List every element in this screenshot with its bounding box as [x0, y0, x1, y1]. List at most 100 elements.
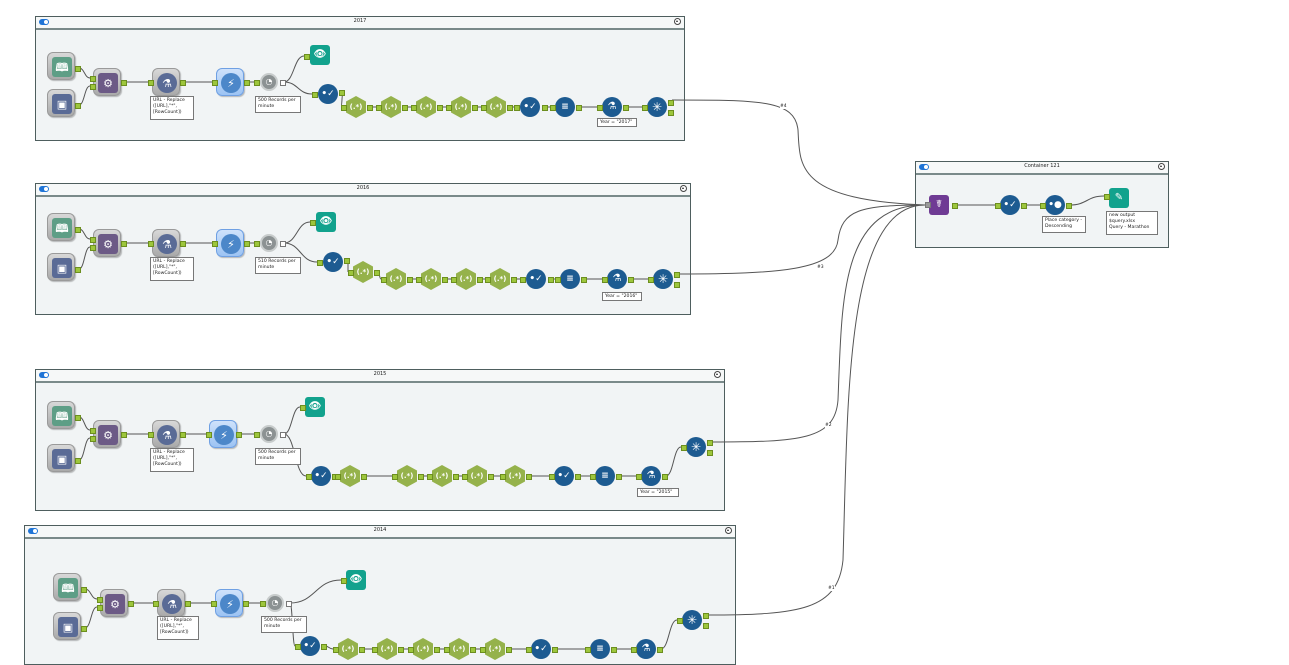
connection-anchor[interactable] — [321, 644, 327, 650]
collapse-container-button[interactable] — [674, 18, 681, 25]
connection-anchor[interactable] — [1066, 203, 1072, 209]
formula-tool[interactable]: ⚗ — [152, 420, 180, 448]
connection-anchor[interactable] — [306, 474, 312, 480]
connection-anchor[interactable] — [1104, 194, 1110, 200]
sort-tool[interactable]: •● — [1045, 195, 1065, 215]
connection-anchor[interactable] — [128, 601, 134, 607]
formula-tool[interactable]: ⚗ — [157, 589, 185, 617]
throttle-tool[interactable]: ◔ — [266, 594, 284, 612]
connection-anchor[interactable] — [206, 432, 212, 438]
filter-tool[interactable]: ⚗ — [602, 97, 622, 117]
connection-anchor[interactable] — [335, 474, 341, 480]
connection-anchor[interactable] — [453, 474, 459, 480]
append-fields-tool[interactable]: ⚙ — [93, 420, 121, 448]
connection-anchor[interactable] — [507, 105, 513, 111]
connection-anchor[interactable] — [148, 80, 154, 86]
connection-anchor[interactable] — [616, 474, 622, 480]
connection-anchor[interactable] — [367, 105, 373, 111]
connection-anchor[interactable] — [341, 578, 347, 584]
wire-2016-to-union[interactable] — [677, 204, 926, 275]
connection-anchor[interactable] — [361, 474, 367, 480]
connection-anchor[interactable] — [550, 105, 556, 111]
connection-anchor[interactable] — [590, 474, 596, 480]
connection-anchor[interactable] — [674, 282, 680, 288]
container-enable-toggle[interactable] — [39, 372, 49, 378]
connection-anchor[interactable] — [446, 105, 452, 111]
connection-anchor[interactable] — [611, 647, 617, 653]
connection-anchor[interactable] — [244, 80, 250, 86]
container-header[interactable] — [25, 526, 735, 539]
connection-anchor[interactable] — [472, 105, 478, 111]
container-enable-toggle[interactable] — [28, 528, 38, 534]
directory-input-tool[interactable]: ▣ — [47, 89, 75, 117]
container-2017[interactable]: 2017 — [35, 16, 685, 141]
container-enable-toggle[interactable] — [39, 19, 49, 25]
select-tool[interactable]: •✓ — [311, 466, 331, 486]
connection-anchor[interactable] — [212, 80, 218, 86]
connection-anchor[interactable] — [500, 474, 506, 480]
connection-anchor[interactable] — [520, 277, 526, 283]
filter-tool[interactable]: ⚗ — [641, 466, 661, 486]
connection-anchor[interactable] — [153, 601, 159, 607]
connection-anchor[interactable] — [657, 647, 663, 653]
connection-anchor[interactable] — [477, 277, 483, 283]
connection-anchor[interactable] — [180, 241, 186, 247]
connection-anchor[interactable] — [418, 474, 424, 480]
container-header[interactable] — [36, 17, 684, 30]
connection-anchor[interactable] — [1021, 203, 1027, 209]
directory-input-tool[interactable]: ▣ — [53, 612, 81, 640]
connection-anchor[interactable] — [526, 474, 532, 480]
regex-tool[interactable]: (.*) — [416, 96, 436, 118]
regex-tool[interactable]: (.*) — [505, 465, 525, 487]
regex-tool[interactable]: (.*) — [451, 96, 471, 118]
container-header[interactable] — [36, 184, 690, 197]
connection-anchor[interactable] — [180, 432, 186, 438]
connection-anchor[interactable] — [374, 270, 380, 276]
connection-anchor[interactable] — [398, 647, 404, 653]
connection-anchor[interactable] — [411, 105, 417, 111]
select-tool[interactable]: •✓ — [554, 466, 574, 486]
text-input-tool[interactable]: 🕮 — [47, 52, 75, 80]
connection-anchor[interactable] — [427, 474, 433, 480]
connection-anchor[interactable] — [180, 80, 186, 86]
connection-anchor[interactable] — [462, 474, 468, 480]
connection-anchor[interactable] — [295, 644, 301, 650]
connection-anchor[interactable] — [488, 474, 494, 480]
output-file-icon-tool[interactable]: ✎ — [1109, 188, 1129, 208]
text-to-columns-tool[interactable]: ≡ — [555, 97, 575, 117]
download-tool[interactable]: ⚡ — [216, 229, 244, 257]
output-anchor[interactable] — [280, 80, 286, 86]
connection-anchor[interactable] — [359, 647, 365, 653]
connection-anchor[interactable] — [442, 277, 448, 283]
connection-anchor[interactable] — [254, 432, 260, 438]
connection-anchor[interactable] — [677, 618, 683, 624]
connection-anchor[interactable] — [341, 105, 347, 111]
union-input-anchor[interactable] — [925, 202, 931, 208]
connection-anchor[interactable] — [542, 105, 548, 111]
container-enable-toggle[interactable] — [39, 186, 49, 192]
regex-tool[interactable]: (.*) — [486, 96, 506, 118]
select-tool[interactable]: •✓ — [300, 636, 320, 656]
connection-anchor[interactable] — [407, 277, 413, 283]
connection-anchor[interactable] — [90, 436, 96, 442]
regex-tool[interactable]: (.*) — [449, 638, 469, 660]
output-anchor[interactable] — [280, 241, 286, 247]
connection-anchor[interactable] — [90, 428, 96, 434]
connection-anchor[interactable] — [212, 241, 218, 247]
regex-tool[interactable]: (.*) — [456, 268, 476, 290]
data-cleansing-tool[interactable]: ✳ — [647, 97, 667, 117]
throttle-tool[interactable]: ◔ — [260, 425, 278, 443]
connection-anchor[interactable] — [75, 66, 81, 72]
wire-2014-to-union[interactable] — [706, 204, 926, 616]
connection-anchor[interactable] — [549, 474, 555, 480]
wire-2015-to-union[interactable] — [710, 204, 926, 443]
browse-tool[interactable]: 👁 — [316, 212, 336, 232]
connection-anchor[interactable] — [506, 647, 512, 653]
connection-anchor[interactable] — [244, 241, 250, 247]
connection-anchor[interactable] — [552, 647, 558, 653]
connection-anchor[interactable] — [576, 105, 582, 111]
directory-input-tool[interactable]: ▣ — [47, 253, 75, 281]
filter-tool[interactable]: ⚗ — [636, 639, 656, 659]
connection-anchor[interactable] — [707, 440, 713, 446]
collapse-container-button[interactable] — [714, 371, 721, 378]
